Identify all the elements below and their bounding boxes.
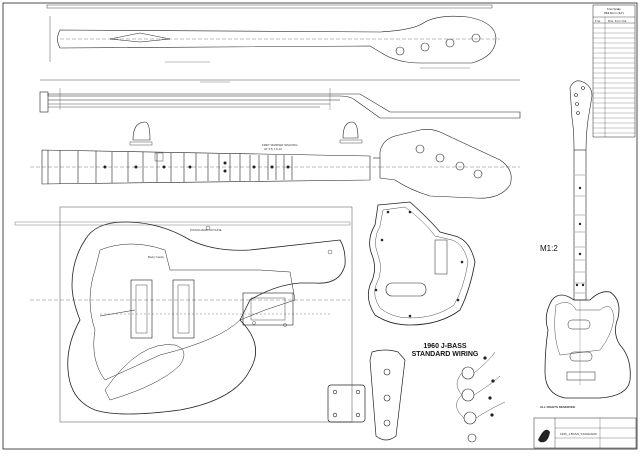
scale-label: M1:2 [540, 244, 558, 253]
fret-marker-note: FRET MARKER SPACING [262, 143, 298, 147]
wiring-title-line1: 1960 J-BASS [423, 343, 467, 350]
fretboard-view [30, 129, 520, 199]
neck-section-right [342, 121, 359, 139]
control-plate [369, 349, 406, 441]
cavity-note: Body Cavity [148, 255, 165, 259]
title-block-name: 1960_J-BASS_STANDARD [560, 432, 597, 436]
wiring-diagram [456, 351, 506, 443]
neck-section-left [132, 121, 151, 141]
fret-table-title-1: Fret Scale [607, 7, 621, 11]
neck-side-profile [39, 79, 521, 119]
fret-table-header-fret: Fret [595, 19, 601, 23]
wiring-title-line2: STANDARD WIRING [411, 351, 479, 358]
fret-table-title-2: 863.6mm (34") [604, 11, 624, 15]
bass-elevation [544, 80, 631, 399]
pickguard-drawing [367, 201, 476, 326]
title-block [533, 417, 637, 449]
neck-plate [327, 384, 366, 423]
rights-label: ALL RIGHTS RESERVED [540, 405, 576, 409]
sheet-border [2, 2, 638, 450]
pickguard-note: PICKGUARD OUTLINE [190, 228, 222, 232]
neck-top-view [46, 4, 500, 64]
body-drawing [14, 206, 353, 423]
fret-table [592, 4, 636, 138]
fret-marker-note-sub: AT 3,5,7,9,12 [264, 147, 282, 151]
fret-table-header-distance: Dist. from Nut [608, 19, 627, 23]
